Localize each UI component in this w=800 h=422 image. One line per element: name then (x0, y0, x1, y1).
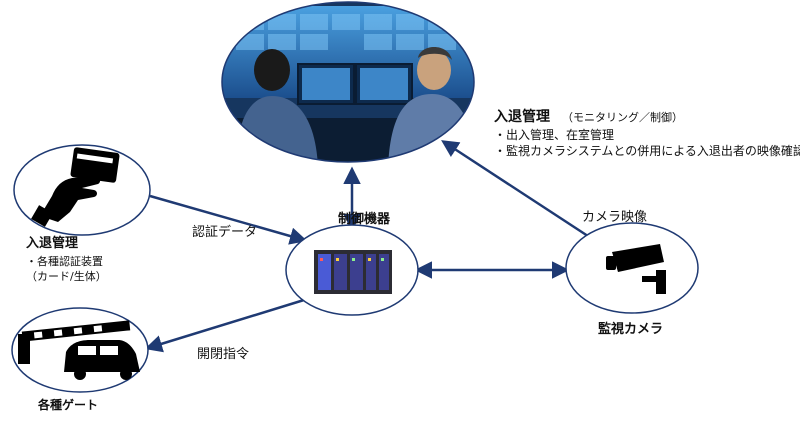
access-control-item-1: ・各種認証装置 (26, 255, 103, 268)
edge-label-auth-data: 認証データ (192, 225, 258, 240)
edge-label-camera-video: カメラ映像 (582, 210, 648, 225)
monitoring-node (221, 1, 475, 163)
monitoring-subtitle: （モニタリング／制御） (562, 111, 683, 124)
hand-card-icon (31, 147, 120, 227)
edge-label-open-close: 開閉指令 (197, 347, 250, 362)
gate-node (11, 307, 149, 393)
monitoring-item-2: ・監視カメラシステムとの併用による入退出者の映像確認 (494, 144, 800, 158)
camera-node (565, 222, 699, 314)
arrow-controller-gate (144, 298, 305, 353)
gate-label: 各種ゲート (38, 398, 99, 412)
barrier-car-icon (18, 320, 140, 380)
controller-label: 制御機器 (338, 212, 391, 227)
card-reader-node (13, 144, 151, 236)
plc-controller-icon (314, 250, 392, 294)
monitoring-item-1: ・出入管理、在室管理 (494, 128, 615, 142)
access-control-item-2: （カード/生体） (26, 270, 107, 283)
arrow-card-controller (149, 194, 308, 245)
access-control-title: 入退管理 (26, 236, 79, 251)
control-room-photo (222, 2, 474, 162)
arrow-camera-monitor (441, 140, 595, 242)
camera-label: 監視カメラ (598, 322, 664, 337)
monitoring-title: 入退管理 (494, 109, 550, 125)
controller-node (285, 224, 419, 316)
security-camera-icon (606, 244, 666, 294)
